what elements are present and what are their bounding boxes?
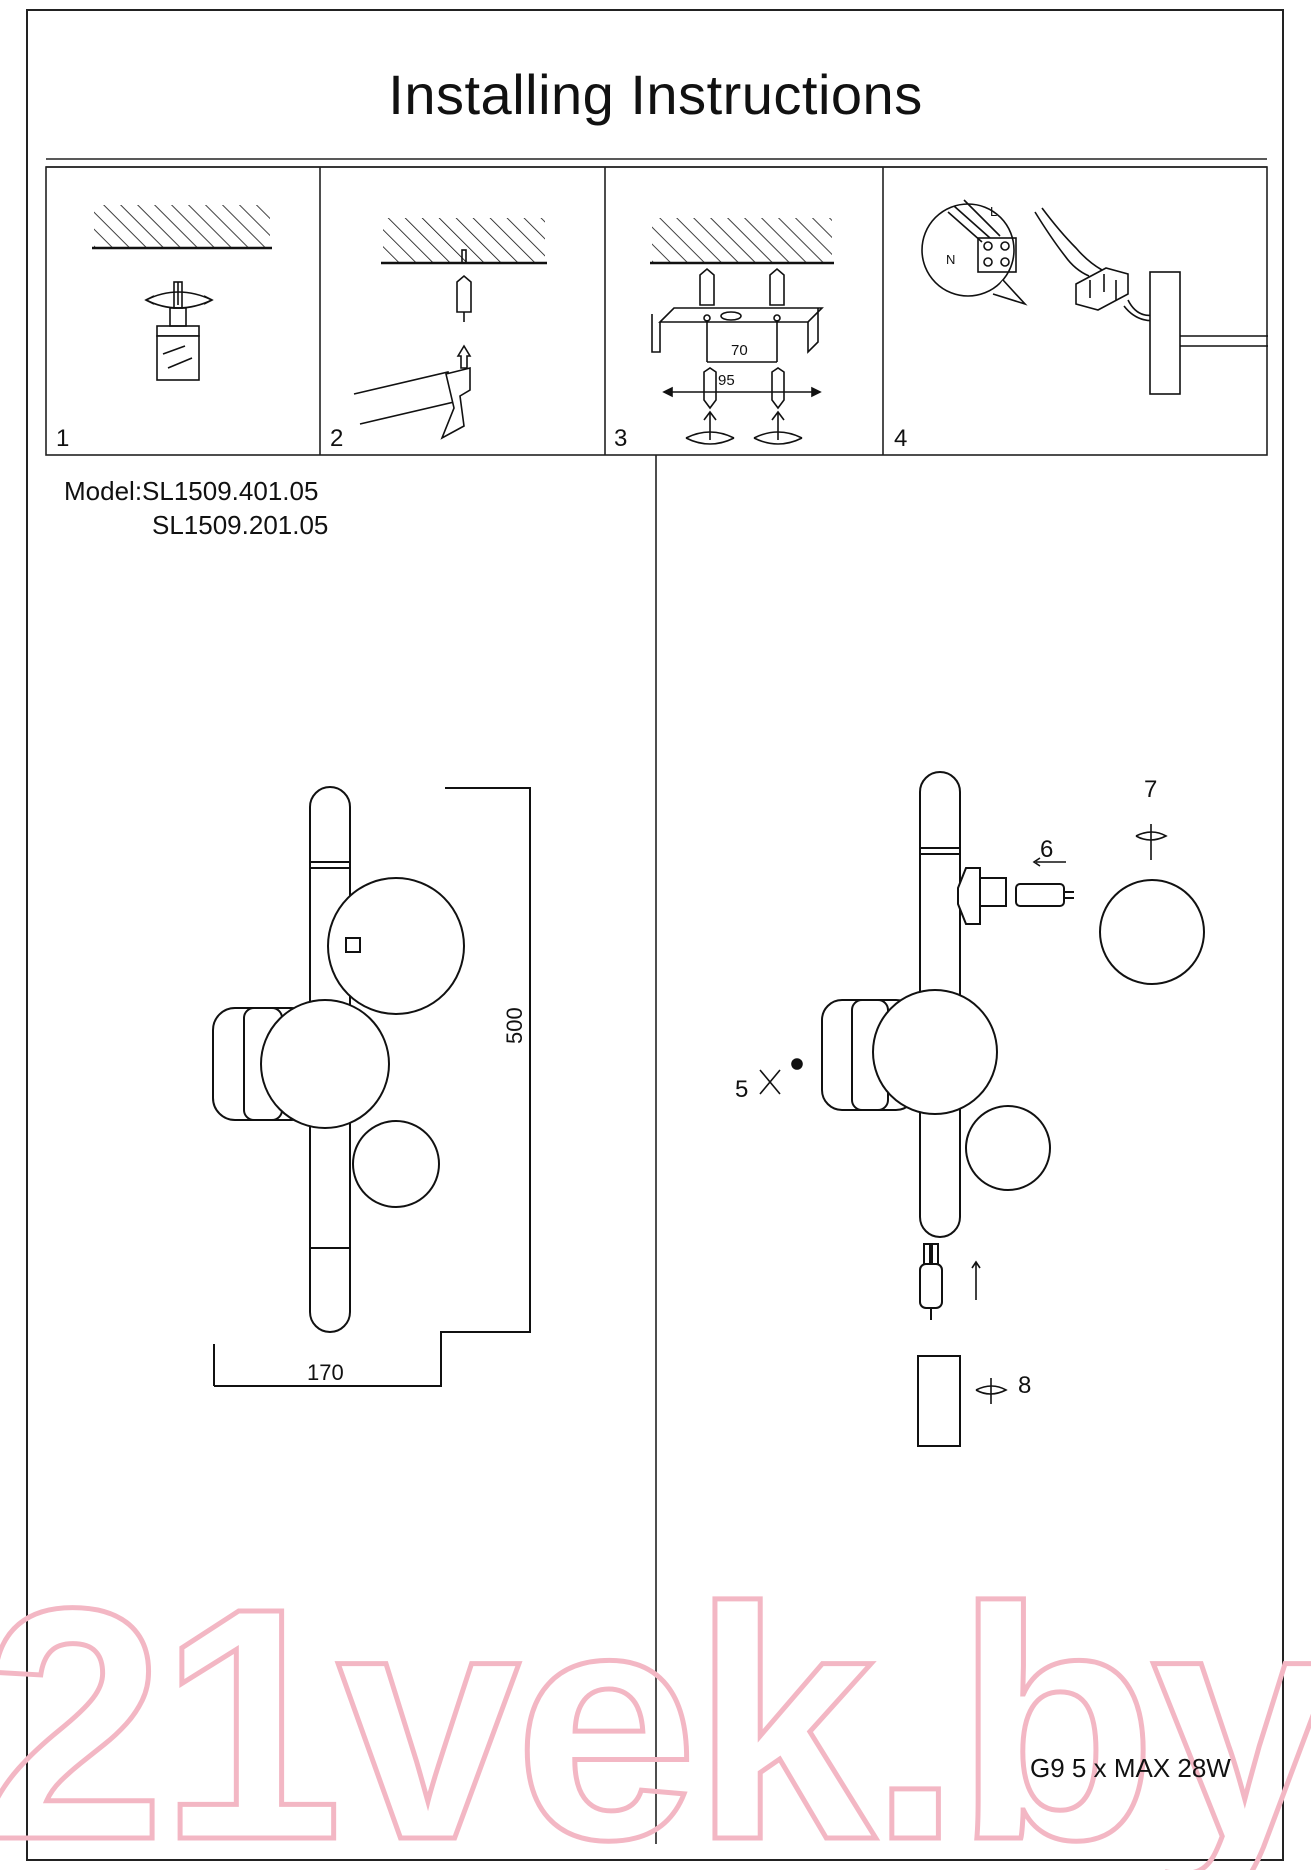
bracket-dim-outer: 95	[718, 372, 735, 389]
callout-8: 8	[1018, 1372, 1032, 1399]
page-frame	[26, 9, 1284, 1861]
step-number-3: 3	[614, 425, 628, 452]
dimension-lines	[213, 787, 531, 1387]
bracket-dim-inner: 70	[731, 342, 748, 359]
watermark-21vek: 21vek.by	[0, 1539, 1311, 1870]
drill-icon	[92, 205, 272, 381]
model-number-secondary: SL1509.201.05	[152, 510, 329, 540]
step-number-1: 1	[56, 425, 70, 452]
page-title: Installing Instructions	[388, 63, 923, 126]
motion-arrows	[759, 824, 1168, 1404]
bulb-spec-label: G9 5 x MAX 28W	[1030, 1753, 1231, 1783]
dimension-width-label: 170	[307, 1360, 344, 1385]
steps-grid	[45, 166, 1268, 1844]
wiring-icon	[921, 199, 1268, 395]
lamp-front-view	[212, 786, 465, 1333]
bracket-screw-icon	[650, 218, 834, 445]
step-number-4: 4	[894, 425, 908, 452]
step-number-2: 2	[330, 425, 344, 452]
wire-label-n: N	[946, 252, 956, 267]
lamp-exploded-view	[821, 771, 1205, 1447]
callout-6: 6	[1040, 836, 1054, 863]
dimension-height-label: 500	[502, 1007, 527, 1044]
wire-label-l: L	[990, 204, 998, 219]
hammer-icon	[353, 218, 547, 440]
callout-5: 5	[735, 1076, 749, 1103]
model-number-primary: Model:SL1509.401.05	[64, 476, 319, 506]
callout-7: 7	[1144, 776, 1158, 803]
